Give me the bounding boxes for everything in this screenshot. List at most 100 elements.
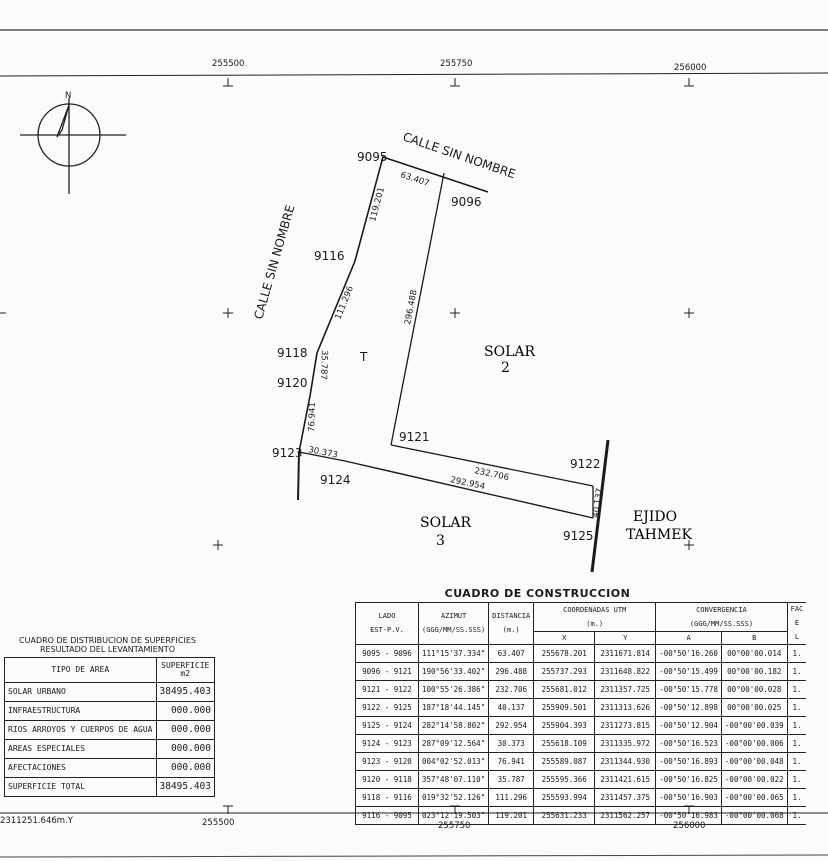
cell-az: 282°14'58.802": [417, 716, 490, 735]
cell-b: 00°00'00.025: [720, 698, 788, 717]
cell-y: 2311313.626: [594, 698, 657, 717]
vertex-label-9118: 9118: [277, 346, 308, 360]
cell-f: 1.: [786, 734, 807, 753]
cell: 000.000: [155, 701, 215, 721]
vertex-label-9123: 9123: [272, 446, 303, 460]
cell: 000.000: [155, 758, 215, 778]
header-coordenadas: COORDENADAS UTM (m.): [533, 602, 657, 632]
cell-lado: 9125 - 9124: [355, 716, 419, 735]
vertex-label-9124: 9124: [320, 473, 351, 487]
construction-table-title: CUADRO DE CONSTRUCCION: [444, 587, 631, 600]
cell-f: 1.: [786, 680, 807, 699]
marker-t: T: [359, 350, 368, 364]
cell-a: -00°50'16.523: [655, 734, 722, 753]
header-text: LADO: [378, 612, 396, 620]
cell-dist: 30.373: [488, 734, 535, 753]
cell-dist: 35.787: [488, 770, 535, 789]
cell-dist: 40.137: [488, 698, 535, 717]
distance-label: 30.373: [307, 445, 338, 460]
cell-az: 023°12'19.503": [417, 806, 490, 825]
header-text: (m.): [502, 626, 520, 634]
cell-az: 357°48'07.110": [417, 770, 490, 789]
header-text: (GGG/MM/SS.SSS): [689, 619, 754, 628]
cell-lado: 9095 - 9096: [355, 644, 419, 663]
cell-b: -00°00'00.068: [720, 806, 788, 825]
grid-x-label: 256000: [673, 821, 705, 831]
vertex-label-9116: 9116: [314, 249, 345, 263]
header-b: B: [720, 631, 788, 645]
cell-y: 2311457.375: [594, 788, 657, 807]
header-azimut: AZIMUT(GGG/MM/SS.SSS): [417, 602, 490, 645]
ejido-name: TAHMEK: [626, 527, 692, 543]
vertex-label-9096: 9096: [451, 195, 482, 209]
cell-f: 1.: [786, 770, 807, 789]
north-arrow-icon: [20, 98, 126, 194]
cell-x: 255593.994: [533, 788, 596, 807]
cell-a: -00°50'16.903: [655, 788, 722, 807]
cell: AREAS ESPECIALES: [4, 739, 157, 759]
cell-az: 287°09'12.564": [417, 734, 490, 753]
grid-x-label: 255750: [438, 821, 470, 831]
header-distancia: DISTANCIA(m.): [488, 602, 535, 645]
construction-table: LADO EST-P.V. AZIMUT(GGG/MM/SS.SSS) DISTA…: [355, 602, 807, 825]
cell-b: -00°00'00.065: [720, 788, 788, 807]
header-text: COORDENADAS UTM: [563, 605, 627, 614]
vertex-label-9120: 9120: [277, 376, 308, 390]
vertex-label-9125: 9125: [563, 529, 594, 543]
cell-x: 255678.201: [533, 644, 596, 663]
solar-3-label: SOLAR: [420, 515, 471, 531]
header-superficie-unit: m2: [180, 669, 191, 678]
cell-x: 255681.012: [533, 680, 596, 699]
cell: SUPERFICIE TOTAL: [4, 777, 157, 797]
cell-x: 255904.393: [533, 716, 596, 735]
distance-label: 76.941: [307, 402, 318, 432]
cell-y: 2311648.822: [594, 662, 657, 681]
cell-a: -00°50'16.983: [655, 806, 722, 825]
grid-corner-label: 2311251.646m.Y: [0, 816, 74, 826]
distance-label: 63.407: [399, 170, 430, 189]
cell-az: 187°18'44.145": [417, 698, 490, 717]
cell-b: -00°00'00.022: [720, 770, 788, 789]
solar-2-number: 2: [501, 360, 510, 376]
cell-lado: 9116 - 9095: [355, 806, 419, 825]
cell: RIOS ARROYOS Y CUERPOS DE AGUA: [4, 720, 157, 740]
cell-a: -00°50'12.898: [655, 698, 722, 717]
header-a: A: [655, 631, 722, 645]
header-text: (m.): [586, 619, 604, 628]
cell-x: 255909.501: [533, 698, 596, 717]
cell-lado: 9096 - 9121: [355, 662, 419, 681]
cell-a: -00°50'15.778: [655, 680, 722, 699]
header-text: EST-P.V.: [370, 626, 404, 634]
vertex-label-9095: 9095: [357, 150, 388, 164]
header-text: FAC: [790, 605, 804, 613]
cell-az: 004°02'52.013": [417, 752, 490, 771]
cell-b: -00°00'00.006: [720, 734, 788, 753]
header-tipo: TIPO DE AREA: [4, 657, 157, 683]
cell-y: 2311562.257: [594, 806, 657, 825]
cell-a: -00°50'16.260: [655, 644, 722, 663]
solar-2-label: SOLAR: [484, 344, 535, 360]
cell-a: -00°50'16.825: [655, 770, 722, 789]
cell-dist: 232.706: [488, 680, 535, 699]
frame-outer-bottom-line: [0, 854, 828, 858]
header-text: E: [794, 619, 800, 627]
cell-az: 111°15'37.334": [417, 644, 490, 663]
cell-y: 2311357.725: [594, 680, 657, 699]
distribution-title-line: CUADRO DE DISTRIBUCION DE SUPERFICIES: [19, 636, 196, 645]
cell-dist: 119.201: [488, 806, 535, 825]
frame-inner-top-line: [0, 72, 828, 77]
grid-x-label: 255500: [212, 59, 244, 69]
